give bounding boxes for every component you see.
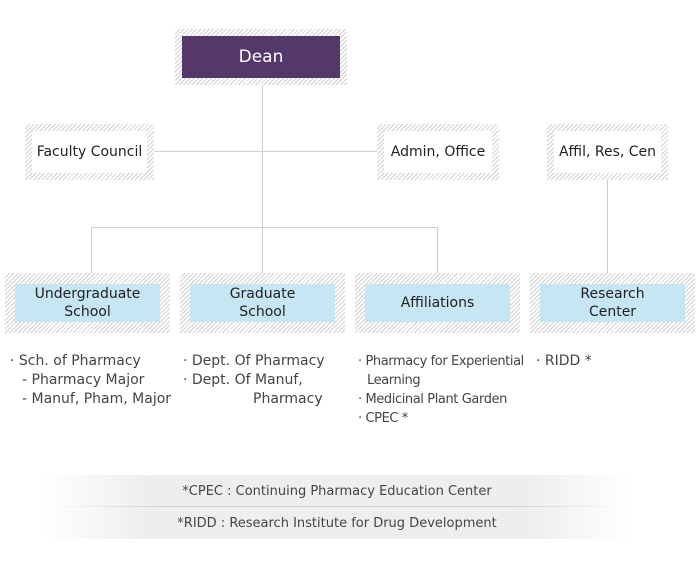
list-item: - Manuf, Pham, Major: [22, 391, 172, 407]
list-item: · Sch. of Pharmacy: [10, 353, 141, 369]
undergraduate-list: · Sch. of Pharmacy - Pharmacy Major - Ma…: [10, 352, 171, 409]
research-list: · RIDD *: [536, 352, 592, 371]
affil-res-cen-label: Affil, Res, Cen: [554, 131, 661, 173]
graduate-line1: Graduate: [229, 286, 296, 302]
ridd-footnote-text: *RIDD : Research Institute for Drug Deve…: [177, 515, 497, 531]
graduate-line2: School: [239, 304, 286, 320]
list-item: Learning: [367, 373, 421, 388]
list-item: · Dept. Of Manuf,: [183, 372, 303, 388]
list-item: · Dept. Of Pharmacy: [183, 353, 325, 369]
affil-res-cen-box: Affil, Res, Cen: [547, 124, 668, 180]
undergraduate-line1: Undergraduate: [34, 286, 141, 302]
affiliations-label: Affiliations: [365, 284, 510, 322]
list-item: Pharmacy: [253, 391, 323, 407]
affiliations-box: Affiliations: [355, 273, 520, 333]
list-item: · CPEC *: [358, 411, 408, 426]
research-line2: Center: [588, 304, 637, 320]
admin-office-box: Admin, Office: [377, 124, 499, 180]
dean-label: Dean: [182, 36, 340, 78]
cpec-footnote: *CPEC : Continuing Pharmacy Education Ce…: [42, 475, 632, 507]
admin-office-label: Admin, Office: [384, 131, 492, 173]
list-item: · Medicinal Plant Garden: [358, 392, 507, 407]
dean-box: Dean: [175, 29, 347, 85]
faculty-council-box: Faculty Council: [25, 124, 154, 180]
footnote-divider: [42, 506, 632, 507]
list-item: · RIDD *: [536, 353, 592, 369]
research-line1: Research: [580, 286, 645, 302]
cpec-footnote-text: *CPEC : Continuing Pharmacy Education Ce…: [182, 483, 492, 499]
ridd-footnote: *RIDD : Research Institute for Drug Deve…: [42, 507, 632, 539]
list-item: · Pharmacy for Experiential: [358, 354, 524, 369]
undergraduate-line2: School: [64, 304, 111, 320]
faculty-council-label: Faculty Council: [32, 131, 147, 173]
affiliations-list: · Pharmacy for Experiential Learning · M…: [358, 352, 524, 428]
graduate-list: · Dept. Of Pharmacy · Dept. Of Manuf, Ph…: [183, 352, 325, 409]
list-item: - Pharmacy Major: [22, 372, 145, 388]
